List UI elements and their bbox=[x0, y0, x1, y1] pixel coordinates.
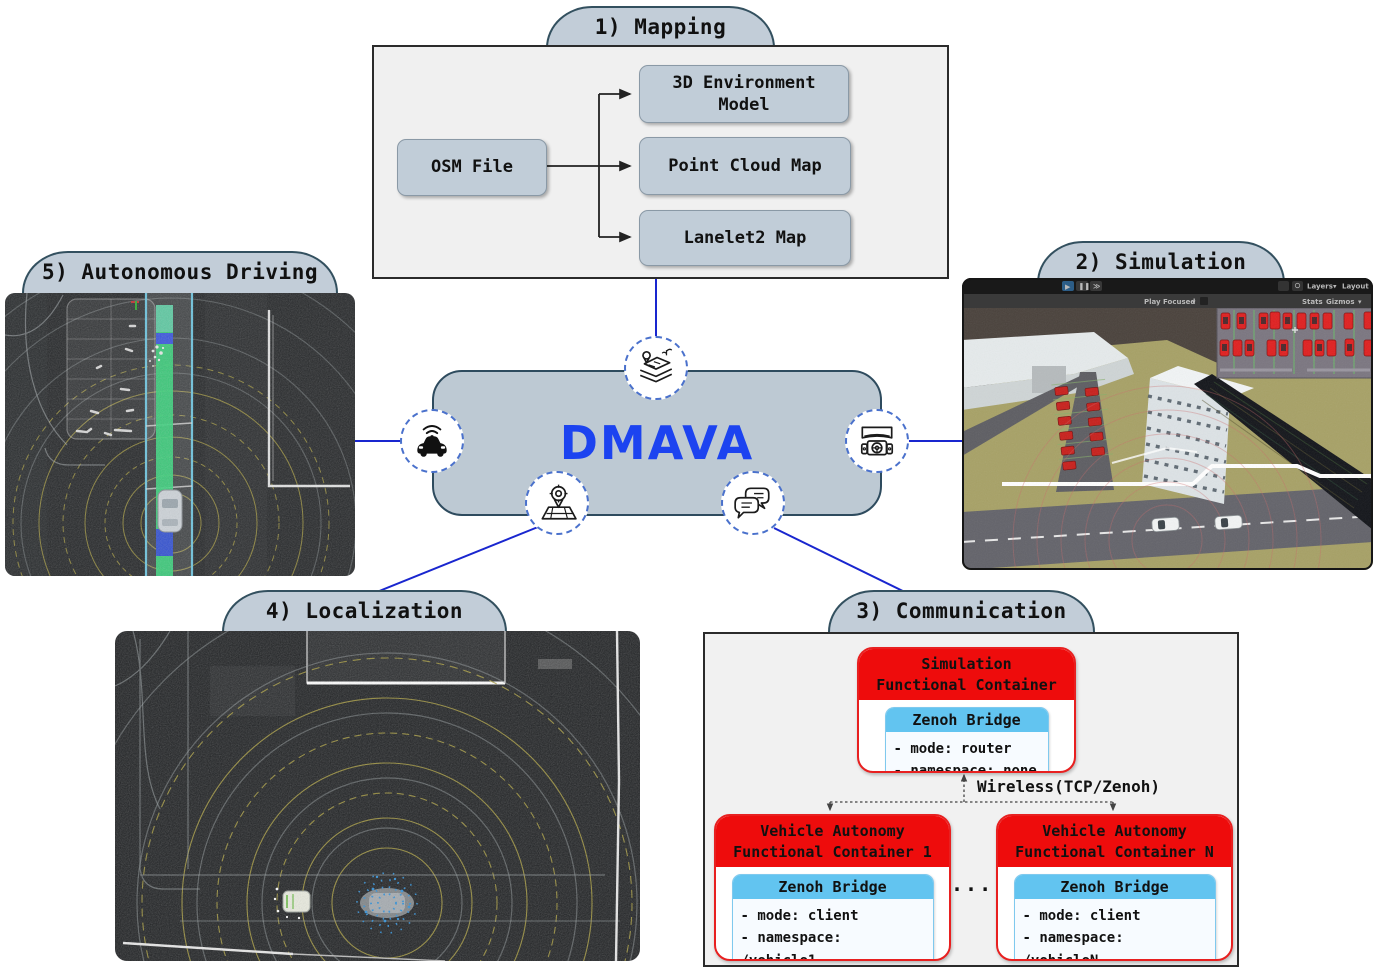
vehicleN-functional-container: Vehicle Autonomy Functional Container N … bbox=[996, 814, 1233, 961]
vehicleN-title-line1: Vehicle Autonomy bbox=[1042, 822, 1187, 840]
sim-zenoh-mode: - mode: router bbox=[893, 741, 1012, 757]
tab-communication-label: 3) Communication bbox=[856, 599, 1067, 623]
node-lanelet2-map: Lanelet2 Map bbox=[639, 210, 851, 266]
vehicle1-container-header: Vehicle Autonomy Functional Container 1 bbox=[716, 816, 949, 867]
vehicle1-zenoh-bridge: Zenoh Bridge - mode: client - namespace:… bbox=[731, 874, 934, 961]
loc-grain bbox=[115, 631, 640, 961]
tab-simulation-label: 2) Simulation bbox=[1075, 250, 1247, 274]
simulation-screenshot: ▶ ❚❚ ≫ Layers ▾ Layout Play Focused ▾ St… bbox=[962, 278, 1373, 570]
autonomous-driving-icon-badge bbox=[400, 409, 464, 473]
vehicle1-title-line1: Vehicle Autonomy bbox=[760, 822, 905, 840]
sim-grain bbox=[962, 278, 1373, 570]
communication-arrows bbox=[826, 773, 1117, 812]
tab-communication: 3) Communication bbox=[828, 590, 1095, 638]
vehicleN-container-header: Vehicle Autonomy Functional Container N bbox=[998, 816, 1231, 867]
tab-mapping: 1) Mapping bbox=[546, 6, 775, 52]
dmava-title: DMAVA bbox=[559, 416, 755, 470]
play-button bbox=[1062, 281, 1074, 291]
vehicleN-zenoh-bridge-title: Zenoh Bridge bbox=[1014, 875, 1215, 899]
localization-icon-badge bbox=[525, 471, 589, 535]
sim-container-title-line1: Simulation bbox=[921, 655, 1012, 673]
mapping-arrows bbox=[545, 88, 632, 243]
tab-autonomous-driving-label: 5) Autonomous Driving bbox=[41, 260, 318, 284]
layers-dropdown: Layers bbox=[1307, 283, 1333, 291]
pause-button bbox=[1076, 281, 1088, 291]
node-point-cloud-map-label: Point Cloud Map bbox=[668, 155, 822, 176]
vehicleN-zenoh-bridge: Zenoh Bridge - mode: client - namespace:… bbox=[1013, 874, 1216, 961]
communication-section: Simulation Functional Container Zenoh Br… bbox=[703, 632, 1239, 967]
map-pin-icon bbox=[541, 484, 577, 520]
sim-zenoh-bridge: Zenoh Bridge - mode: router - namespace:… bbox=[884, 707, 1049, 773]
vehicle1-zenoh-namespace: - namespace: /vehicle1 bbox=[740, 930, 842, 961]
vehicleN-zenoh-namespace: - namespace: /vehicleN bbox=[1022, 930, 1124, 961]
container-ellipsis: ..... bbox=[951, 872, 1022, 896]
ad-grain bbox=[5, 293, 355, 576]
car-body bbox=[417, 436, 447, 454]
gizmos-toggle: Gizmos bbox=[1326, 298, 1355, 306]
vehicle1-title-line2: Functional Container 1 bbox=[733, 843, 932, 861]
sim-editor-toolbar: ▶ ❚❚ ≫ Layers ▾ Layout Play Focused ▾ St… bbox=[962, 278, 1373, 308]
tab-autonomous-driving: 5) Autonomous Driving bbox=[22, 251, 338, 299]
driving-simulator-icon bbox=[860, 426, 894, 456]
svg-text:❚❚: ❚❚ bbox=[1079, 283, 1091, 291]
svg-text:▾: ▾ bbox=[1333, 283, 1337, 291]
stats-toggle: Stats bbox=[1302, 298, 1323, 306]
svg-text:▶: ▶ bbox=[1065, 283, 1071, 291]
svg-text:≫: ≫ bbox=[1093, 283, 1100, 291]
simulation-functional-container: Simulation Functional Container Zenoh Br… bbox=[857, 647, 1076, 773]
sim-zenoh-bridge-title: Zenoh Bridge bbox=[885, 708, 1048, 732]
autonomous-driving-screenshot bbox=[5, 293, 355, 576]
node-lanelet2-map-label: Lanelet2 Map bbox=[683, 227, 807, 248]
map-layers-icon bbox=[639, 348, 673, 383]
vehicleN-zenoh-mode: - mode: client bbox=[1022, 908, 1141, 924]
tab-simulation: 2) Simulation bbox=[1037, 241, 1285, 285]
search-icon bbox=[1294, 282, 1301, 289]
wireless-label: Wireless(TCP/Zenoh) bbox=[977, 777, 1161, 796]
vehicle1-functional-container: Vehicle Autonomy Functional Container 1 … bbox=[714, 814, 951, 961]
node-osm-file: OSM File bbox=[397, 139, 547, 196]
step-button bbox=[1090, 281, 1102, 291]
tab-localization-label: 4) Localization bbox=[265, 599, 464, 623]
connected-car-icon bbox=[417, 425, 447, 457]
vehicleN-title-line2: Functional Container N bbox=[1015, 843, 1214, 861]
simulation-functional-container-header: Simulation Functional Container bbox=[859, 649, 1074, 700]
localization-screenshot bbox=[115, 631, 640, 961]
tab-mapping-label: 1) Mapping bbox=[594, 15, 727, 39]
node-osm-file-label: OSM File bbox=[431, 157, 513, 178]
chat-bubbles-icon bbox=[734, 487, 770, 519]
sim-container-title-line2: Functional Container bbox=[876, 676, 1057, 694]
node-3d-environment-model: 3D Environment Model bbox=[639, 65, 849, 123]
tab-localization: 4) Localization bbox=[222, 590, 507, 638]
simulation-icon-badge bbox=[845, 409, 909, 473]
sim-zenoh-namespace: - namespace: none bbox=[893, 763, 1037, 773]
mapping-icon-badge bbox=[624, 336, 688, 400]
svg-text:▾: ▾ bbox=[1192, 298, 1196, 306]
node-3d-environment-model-label: 3D Environment Model bbox=[672, 72, 816, 115]
layout-dropdown: Layout bbox=[1342, 283, 1369, 291]
node-point-cloud-map: Point Cloud Map bbox=[639, 137, 851, 195]
mapping-section: OSM File 3D Environment Model Point Clou… bbox=[372, 45, 949, 279]
vehicle1-zenoh-mode: - mode: client bbox=[740, 908, 859, 924]
svg-text:▾: ▾ bbox=[1358, 298, 1362, 306]
communication-icon-badge bbox=[721, 471, 785, 535]
vehicle1-zenoh-bridge-title: Zenoh Bridge bbox=[732, 875, 933, 899]
play-focused-dropdown: Play Focused bbox=[1144, 298, 1195, 306]
